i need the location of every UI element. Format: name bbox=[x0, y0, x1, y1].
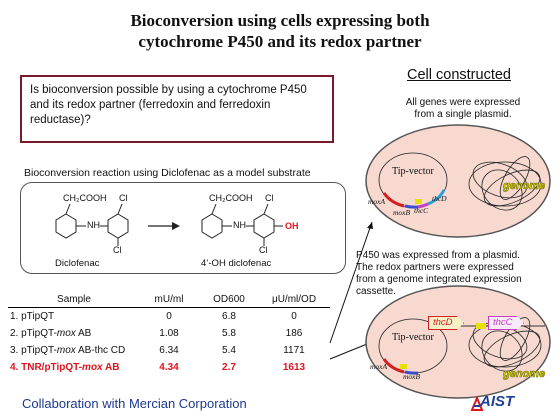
table-row-highlighted: 4. TNR/pTipQT-mox AB 4.34 2.7 1613 bbox=[8, 359, 330, 376]
product-nh-label: NH bbox=[233, 220, 246, 230]
title-line-1: Bioconversion using cells expressing bot… bbox=[130, 11, 430, 30]
substrate-cl-top-label: Cl bbox=[119, 193, 128, 203]
product-cl-bottom-label: Cl bbox=[259, 245, 268, 255]
arrow-row4-head bbox=[365, 342, 372, 347]
od-cell: 6.8 bbox=[222, 311, 236, 322]
cell2-note-line-3: from a genome integrated expression bbox=[356, 274, 522, 285]
cell1-vector-label: Tip-vector bbox=[392, 166, 434, 177]
substrate-ch2cooh-label: CH₂COOH bbox=[63, 193, 107, 203]
header-specific-activity: μU/ml/OD bbox=[258, 292, 330, 308]
product-ch2cooh-label: CH₂COOH bbox=[209, 193, 253, 203]
cell2-promoter bbox=[400, 364, 407, 369]
cell2-cassette-promoter bbox=[476, 323, 486, 329]
od-cell: 2.7 bbox=[222, 362, 236, 373]
slide-title: Bioconversion using cells expressing bot… bbox=[0, 10, 560, 52]
results-table: Sample mU/ml OD600 μU/ml/OD 1. pTipQT 0 … bbox=[8, 292, 330, 376]
aist-logo-text: AIST bbox=[480, 393, 515, 410]
table-header-row: Sample mU/ml OD600 μU/ml/OD bbox=[8, 292, 330, 308]
question-box: Is bioconversion possible by using a cyt… bbox=[20, 75, 334, 143]
product-oh-label: OH bbox=[285, 221, 299, 231]
cell1-thcC-label: thcC bbox=[414, 206, 429, 215]
reaction-title: Bioconversion reaction using Diclofenac … bbox=[24, 167, 311, 179]
sample-cell: 3. pTipQT-mox AB-thc CD bbox=[10, 345, 126, 356]
mu-cell: 0 bbox=[166, 311, 172, 322]
mu-cell: 1.08 bbox=[159, 328, 179, 339]
cell1-moxB-label: moxB bbox=[393, 208, 411, 217]
substrate-cl-bottom-label: Cl bbox=[113, 245, 122, 255]
cell-constructed-heading: Cell constructed bbox=[407, 67, 511, 83]
collaboration-text: Collaboration with Mercian Corporation bbox=[22, 396, 247, 411]
product-name: 4’-OH diclofenac bbox=[201, 258, 272, 269]
substrate-nh-label: NH bbox=[87, 220, 100, 230]
product-ring-right bbox=[253, 212, 274, 239]
reaction-box: CH₂COOH Cl NH Cl Diclofenac CH₂COOH Cl N… bbox=[20, 182, 346, 274]
product-ring-left bbox=[201, 212, 222, 239]
spec-cell: 1171 bbox=[283, 345, 305, 356]
cell2-note-line-4: cassette. bbox=[356, 286, 397, 297]
table-row: 3. pTipQT-mox AB-thc CD 6.34 5.4 1171 bbox=[8, 342, 330, 359]
cell2-thcD-label: thcD bbox=[433, 317, 453, 328]
od-cell: 5.4 bbox=[222, 345, 236, 356]
substrate-ring-right bbox=[107, 212, 128, 239]
cell1-thcD-label: thcD bbox=[432, 194, 447, 203]
cell2-note-line-2: The redox partners were expressed bbox=[356, 262, 514, 273]
mu-cell: 6.34 bbox=[159, 345, 179, 356]
cell1-moxA-label: moxA bbox=[368, 197, 386, 206]
substrate-bond-ch2 bbox=[65, 203, 70, 214]
substrate-ring-left bbox=[55, 212, 76, 239]
cell2-thcC-gene-arrow: thcC bbox=[488, 316, 524, 330]
header-sample: Sample bbox=[8, 292, 138, 308]
cell1-promoter bbox=[415, 199, 422, 204]
header-od600: OD600 bbox=[200, 292, 258, 308]
spec-cell: 0 bbox=[291, 311, 297, 322]
product-cl-top-label: Cl bbox=[265, 193, 274, 203]
cell1-moxA-arc bbox=[382, 192, 405, 208]
substrate-name: Diclofenac bbox=[55, 258, 100, 269]
spec-cell: 186 bbox=[285, 328, 303, 339]
table-row: 2. pTipQT-mox AB 1.08 5.8 186 bbox=[8, 325, 330, 342]
sample-cell: 4. TNR/pTipQT-mox AB bbox=[10, 362, 120, 373]
spec-cell: 1613 bbox=[282, 362, 306, 373]
table-row: 1. pTipQT 0 6.8 0 bbox=[8, 308, 330, 326]
product-bond-ch2 bbox=[211, 203, 216, 214]
arrow-row3-head bbox=[367, 222, 373, 229]
cell1-note-line-1: All genes were expressed bbox=[405, 97, 521, 108]
cell1-note: All genes were expressed from a single p… bbox=[388, 97, 538, 121]
cell2-moxA-label: moxA bbox=[370, 362, 388, 371]
mu-cell: 4.34 bbox=[159, 362, 179, 373]
sample-cell: 1. pTipQT bbox=[10, 311, 55, 322]
cell1-note-line-2: from a single plasmid. bbox=[414, 109, 512, 120]
cell2-note: P450 was expressed from a plasmid. The r… bbox=[356, 250, 556, 298]
aist-logo-icon bbox=[470, 396, 484, 411]
arrow-row4-to-cell2 bbox=[329, 341, 373, 360]
reaction-scheme bbox=[55, 203, 283, 246]
product-bond-cl-top bbox=[263, 203, 268, 214]
cell2-genome-label: genome bbox=[503, 368, 546, 381]
cell2-moxB-label: moxB bbox=[403, 372, 421, 381]
substrate-bond-cl-top bbox=[117, 203, 122, 214]
cell2-vector-label: Tip-vector bbox=[392, 332, 434, 343]
header-mu-ml: mU/ml bbox=[138, 292, 200, 308]
od-cell: 5.8 bbox=[222, 328, 236, 339]
title-line-2: cytochrome P450 and its redox partner bbox=[138, 32, 422, 51]
cell2-thcC-label: thcC bbox=[493, 317, 513, 328]
reaction-arrow-head bbox=[171, 221, 180, 230]
sample-cell: 2. pTipQT-mox AB bbox=[10, 328, 92, 339]
cell2-thcD-gene-arrow: thcD bbox=[428, 316, 464, 330]
cell1-genome-label: genome bbox=[503, 180, 546, 193]
cell2-note-line-1: P450 was expressed from a plasmid. bbox=[356, 250, 520, 261]
